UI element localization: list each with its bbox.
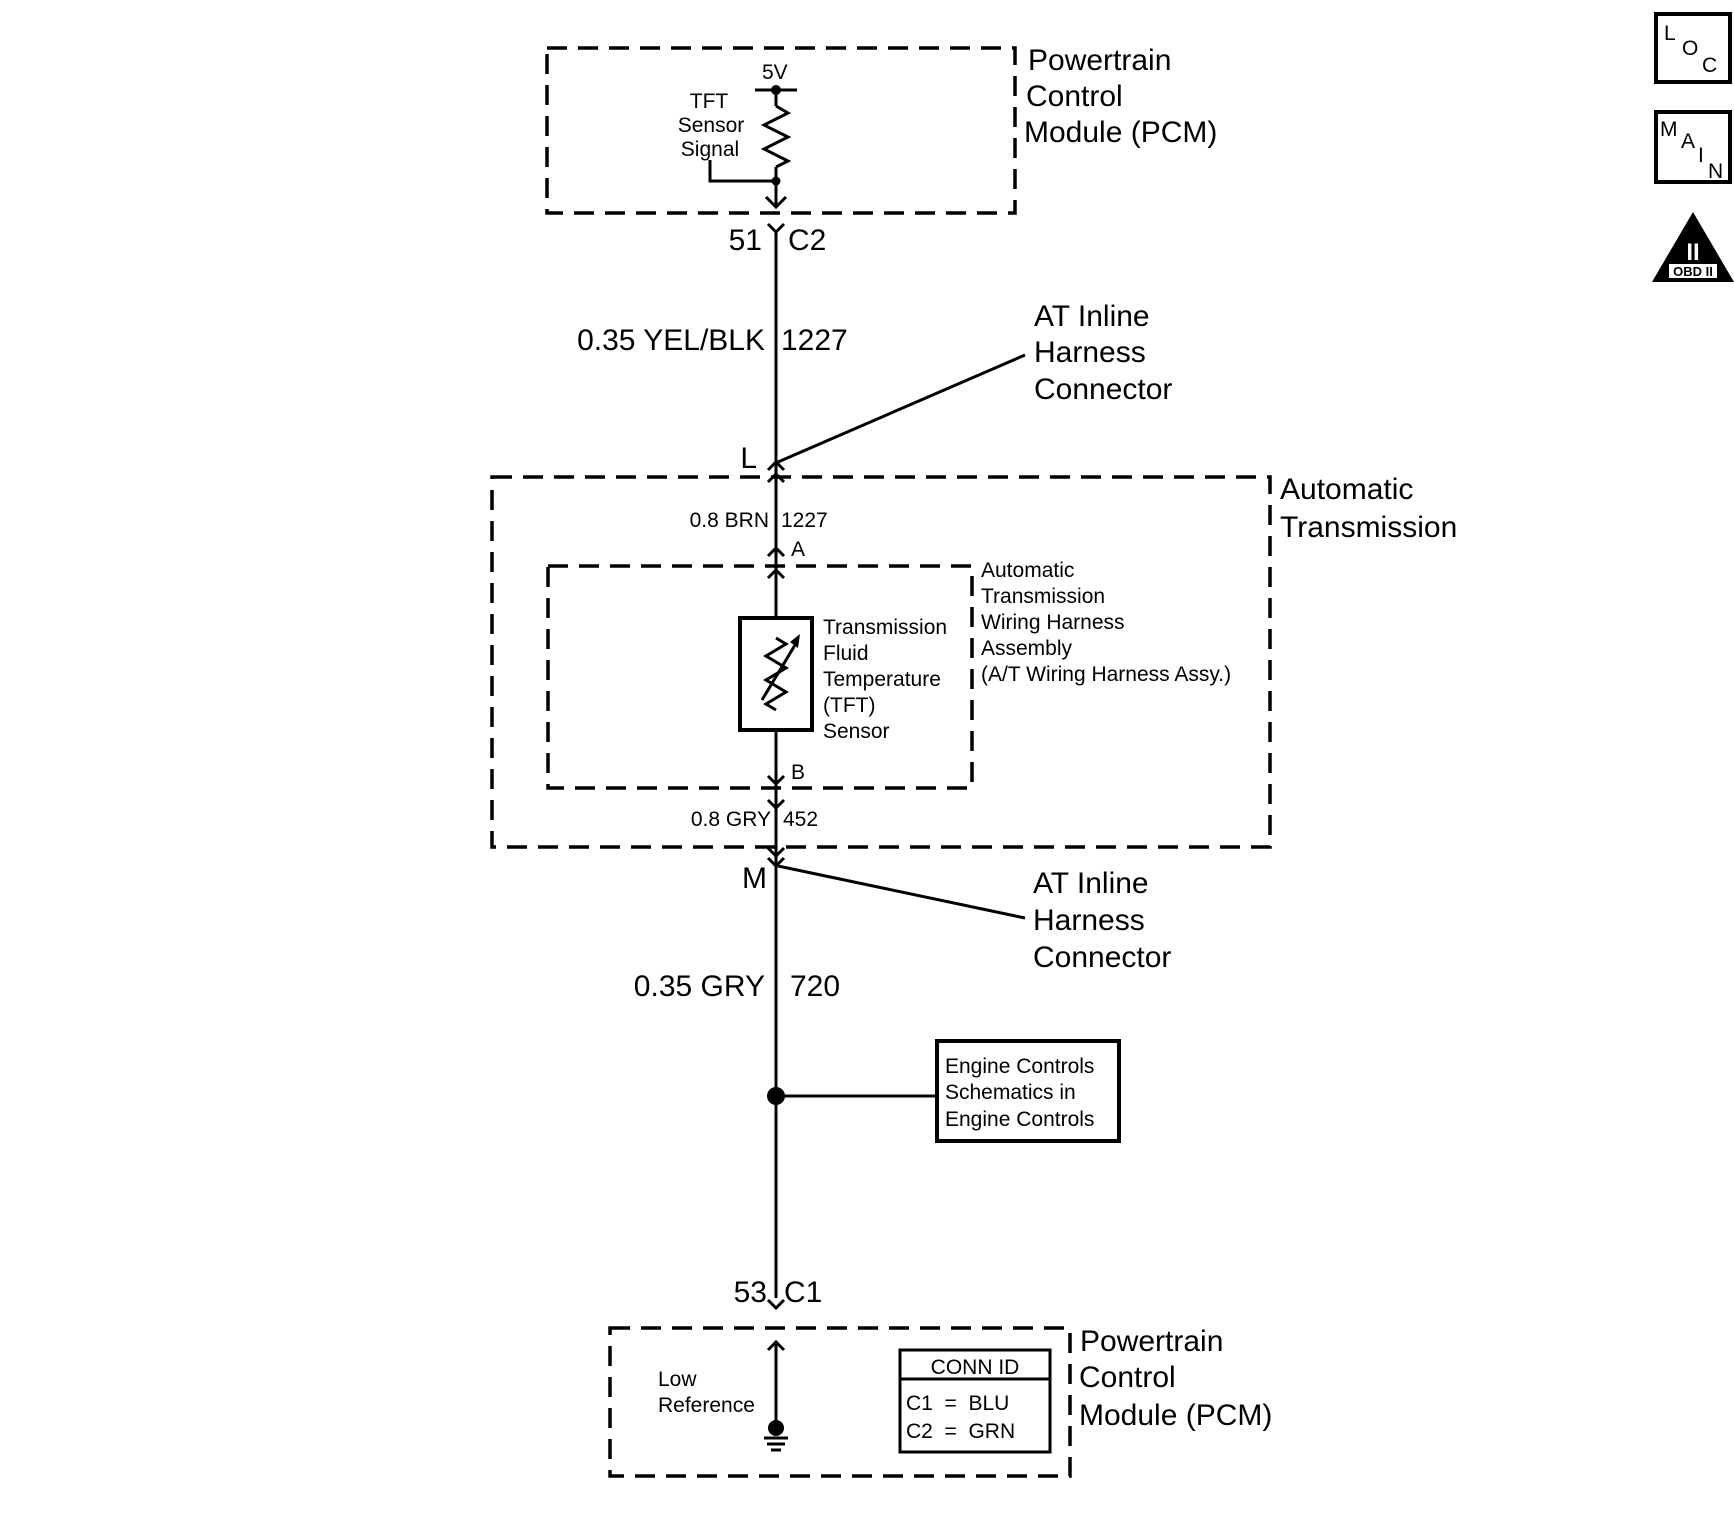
low-reference-2: Reference [658, 1394, 755, 1417]
inline-connector-bottom: M AT Inline Harness Connector [742, 846, 1171, 974]
wire4-gauge-color: 0.35 GRY [634, 970, 765, 1003]
main-icon[interactable]: M A I N [1654, 110, 1732, 184]
tft-signal-label-3: Signal [681, 138, 739, 161]
pcm-bottom-title-3: Module (PCM) [1079, 1399, 1272, 1432]
low-reference-1: Low [658, 1368, 697, 1391]
inline-bottom-pin: M [742, 862, 767, 895]
main-icon-letter-4: N [1708, 160, 1723, 183]
engine-ref-line-2: Schematics in [945, 1081, 1076, 1104]
inline-top-title-3: Connector [1034, 373, 1172, 406]
pcm-top-title-2: Control [1026, 80, 1123, 113]
main-icon-letter-1: M [1660, 118, 1678, 141]
pcm-top-voltage: 5V [762, 61, 788, 84]
tft-signal-label-1: TFT [690, 90, 729, 113]
wire3-circuit: 452 [783, 808, 818, 831]
pull-up-resistor-icon [760, 104, 792, 169]
wire1-circuit: 1227 [781, 324, 848, 357]
conn-id-row-1: C1 = BLU [906, 1392, 1009, 1415]
sensor-title-1: Transmission [823, 616, 947, 639]
pcm-bottom-title-2: Control [1079, 1361, 1176, 1394]
wire2-gauge-color: 0.8 BRN [690, 509, 769, 532]
harness-title-3: Wiring Harness [981, 611, 1125, 634]
sensor-title-4: (TFT) [823, 694, 875, 717]
connector-c1: 53 C1 [734, 1276, 822, 1311]
wire3-gauge-color: 0.8 GRY [691, 808, 771, 831]
engine-ref-line-3: Engine Controls [945, 1108, 1094, 1131]
wire4-circuit: 720 [790, 970, 840, 1003]
pcm-bottom: Powertrain Control Module (PCM) Low Refe… [608, 1325, 1272, 1478]
inline-bottom-title-3: Connector [1033, 941, 1171, 974]
auto-trans-title-1: Automatic [1280, 473, 1413, 506]
harness-title-4: Assembly [981, 637, 1073, 660]
c2-pin: 51 [729, 224, 762, 257]
main-icon-letter-3: I [1698, 144, 1704, 167]
inline-top-title-1: AT Inline [1034, 300, 1150, 333]
pin-b: B [791, 761, 805, 784]
conn-id-table: CONN ID C1 = BLU C2 = GRN [898, 1348, 1052, 1454]
pcm-top-title-1: Powertrain [1028, 44, 1171, 77]
sensor-title-5: Sensor [823, 720, 890, 743]
c1-pin: 53 [734, 1276, 767, 1309]
inline-top-title-2: Harness [1034, 336, 1146, 369]
automatic-transmission: Automatic Transmission [490, 473, 1457, 849]
ground-icon [764, 1436, 788, 1452]
sensor-title-3: Temperature [823, 668, 941, 691]
c1-connector-name: C1 [784, 1276, 822, 1309]
inline-connector-top: AT Inline Harness Connector L [740, 300, 1172, 484]
pcm-top: Powertrain Control Module (PCM) 5V TFT S… [545, 44, 1217, 215]
harness-title-2: Transmission [981, 585, 1105, 608]
c2-connector-name: C2 [788, 224, 826, 257]
engine-controls-reference[interactable]: Engine Controls Schematics in Engine Con… [935, 1039, 1121, 1143]
conn-id-row-2: C2 = GRN [906, 1420, 1015, 1443]
obd-icon-roman: II [1686, 239, 1699, 266]
loc-icon-letter-1: L [1664, 22, 1676, 45]
pin-a: A [791, 538, 805, 561]
loc-icon-letter-2: O [1682, 37, 1698, 60]
obd-ii-icon[interactable]: II OBD II [1652, 212, 1734, 282]
wire2-circuit: 1227 [781, 509, 828, 532]
auto-trans-title-2: Transmission [1280, 511, 1457, 544]
main-icon-letter-2: A [1681, 130, 1695, 153]
pcm-bottom-title-1: Powertrain [1080, 1325, 1223, 1358]
tft-sensor: Transmission Fluid Temperature (TFT) Sen… [738, 616, 947, 743]
at-wiring-harness-assembly: Automatic Transmission Wiring Harness As… [546, 559, 1231, 790]
harness-title-1: Automatic [981, 559, 1074, 582]
harness-title-5: (A/T Wiring Harness Assy.) [981, 663, 1231, 686]
inline-bottom-title-2: Harness [1033, 904, 1145, 937]
tft-signal-label-2: Sensor [678, 114, 745, 137]
loc-icon[interactable]: L O C [1654, 12, 1732, 84]
conn-id-header: CONN ID [931, 1356, 1020, 1379]
pcm-top-title-3: Module (PCM) [1024, 116, 1217, 149]
wire1-gauge-color: 0.35 YEL/BLK [577, 324, 765, 357]
engine-ref-line-1: Engine Controls [945, 1055, 1094, 1078]
loc-icon-letter-3: C [1702, 54, 1717, 77]
sensor-title-2: Fluid [823, 642, 869, 665]
inline-bottom-title-1: AT Inline [1033, 867, 1149, 900]
inline-top-pin: L [740, 442, 757, 475]
obd-icon-label: OBD II [1673, 264, 1713, 279]
